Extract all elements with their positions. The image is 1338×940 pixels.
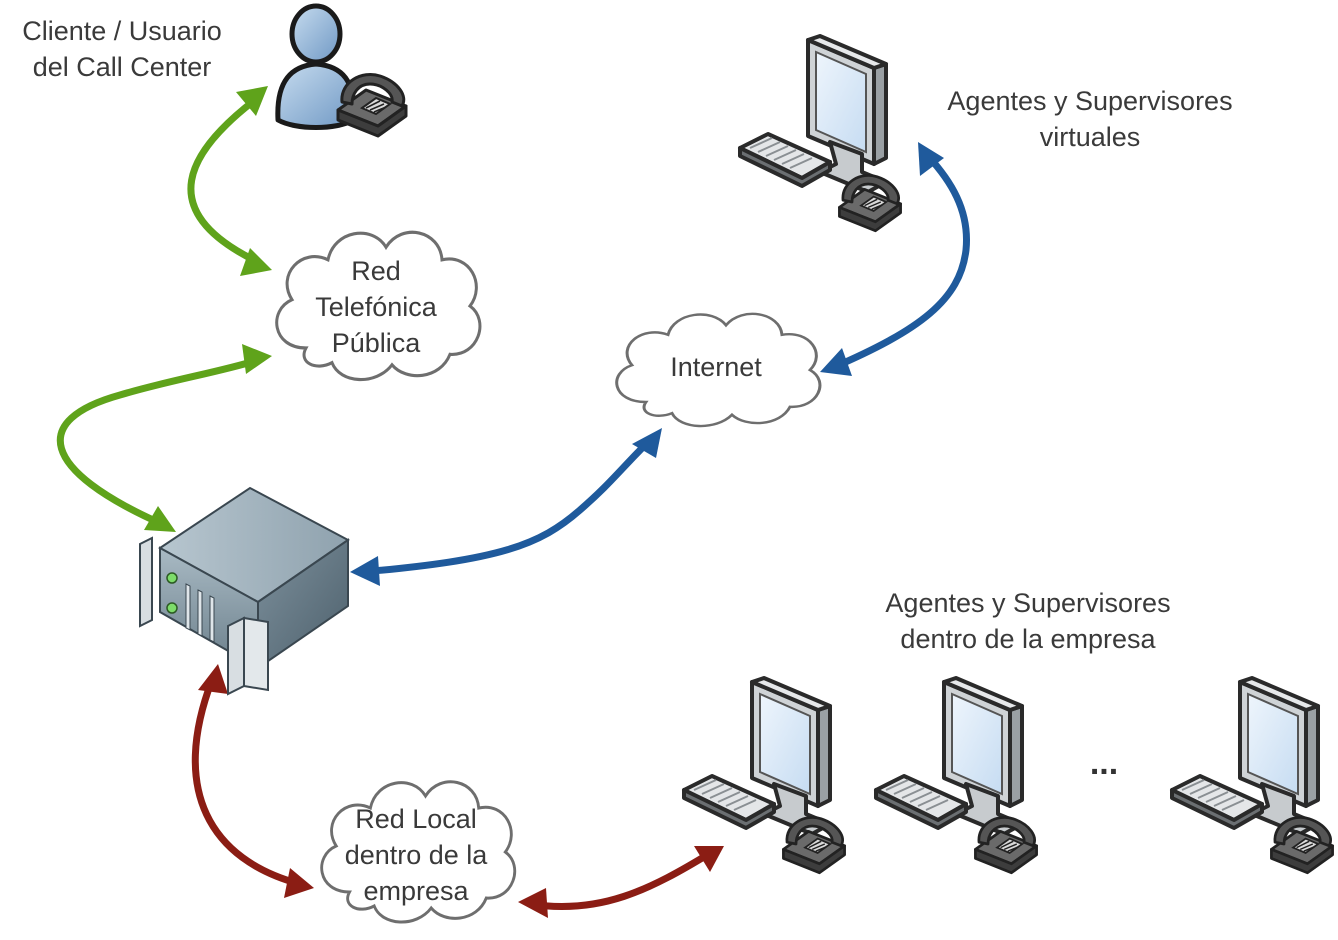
cloud-pstn-label-1: Red bbox=[351, 256, 401, 286]
user-icon bbox=[275, 3, 357, 130]
more-workstations-ellipsis: ... bbox=[1090, 744, 1118, 782]
connector-internet-virtual bbox=[820, 142, 971, 376]
local-agents-label-line1: Agentes y Supervisores bbox=[885, 588, 1170, 618]
local-agents-label-line2: dentro de la empresa bbox=[900, 624, 1156, 654]
phone-icon bbox=[336, 72, 408, 138]
workstation-icon-local-3 bbox=[1172, 678, 1333, 873]
connector-user-pstn bbox=[187, 86, 272, 276]
workstation-icon-local-1 bbox=[684, 678, 845, 873]
virtual-agents-label-line1: Agentes y Supervisores bbox=[947, 86, 1232, 116]
virtual-agents-label-line2: virtuales bbox=[1040, 122, 1141, 152]
client-label-line1: Cliente / Usuario bbox=[22, 16, 222, 46]
client-label-line2: del Call Center bbox=[33, 52, 212, 82]
cloud-pstn-label-2: Telefónica bbox=[315, 292, 438, 322]
cloud-lan-label-1: Red Local bbox=[355, 804, 477, 834]
server-icon bbox=[139, 486, 350, 696]
connector-lan-local bbox=[518, 846, 724, 918]
connector-server-lan bbox=[191, 664, 314, 898]
cloud-lan-label-3: empresa bbox=[363, 876, 469, 906]
cloud-internet-label: Internet bbox=[670, 352, 762, 382]
workstation-icon-local-2 bbox=[876, 678, 1037, 873]
cloud-lan-label-2: dentro de la bbox=[345, 840, 489, 870]
connector-server-pstn bbox=[57, 344, 272, 532]
cloud-pstn-label-3: Pública bbox=[332, 328, 422, 358]
workstation-icon-virtual bbox=[740, 36, 901, 231]
connector-server-internet bbox=[350, 428, 662, 586]
